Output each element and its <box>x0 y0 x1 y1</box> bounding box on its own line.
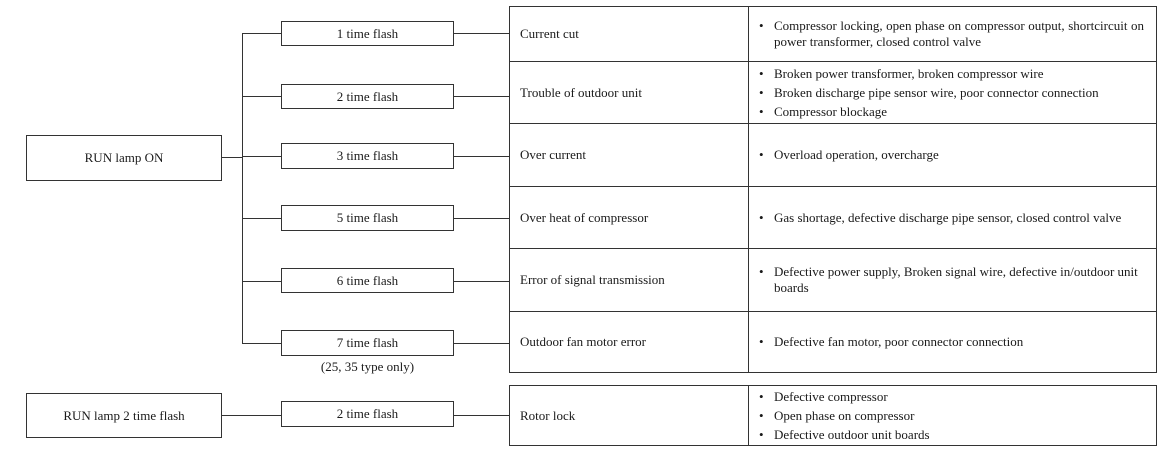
detail-item: •Compressor blockage <box>759 103 888 119</box>
connector-flash-to-cause <box>453 343 510 344</box>
cause-label: Over heat of compressor <box>520 209 649 225</box>
connector-flash-to-cause <box>453 33 510 34</box>
detail-text: Compressor blockage <box>774 103 888 119</box>
connector-flash-to-cause <box>453 415 510 416</box>
detail-cell: •Defective fan motor, poor connector con… <box>748 311 1157 373</box>
connector-lamp-to-trunk <box>222 157 243 158</box>
connector-trunk-to-flash <box>242 281 282 282</box>
detail-cell: •Compressor locking, open phase on compr… <box>748 6 1157 62</box>
detail-text: Defective outdoor unit boards <box>774 426 930 442</box>
detail-item: •Compressor locking, open phase on compr… <box>759 18 1144 49</box>
cause-label: Over current <box>520 147 587 162</box>
detail-text: Overload operation, overcharge <box>774 147 939 162</box>
detail-text: Defective power supply, Broken signal wi… <box>774 264 1138 295</box>
connector-flash-to-cause <box>453 281 510 282</box>
connector-trunk-to-flash <box>242 33 282 34</box>
detail-text: Gas shortage, defective discharge pipe s… <box>774 209 1122 225</box>
detail-cell: •Defective compressor •Open phase on com… <box>748 385 1157 446</box>
detail-item: •Defective compressor <box>759 388 888 404</box>
cause-cell: Current cut <box>509 6 749 62</box>
detail-item: •Broken discharge pipe sensor wire, poor… <box>759 84 1099 100</box>
cause-label: Current cut <box>520 26 579 41</box>
cause-cell: Error of signal transmission <box>509 248 749 312</box>
flash-label: 6 time flash <box>336 272 399 288</box>
flash-box: 5 time flash <box>281 205 454 231</box>
lamp-box-run-on: RUN lamp ON <box>26 135 222 181</box>
detail-item: •Gas shortage, defective discharge pipe … <box>759 209 1122 225</box>
flash-box: 6 time flash <box>281 268 454 293</box>
detail-text: Compressor locking, open phase on compre… <box>774 18 1144 49</box>
flash-label: 7 time flash <box>336 335 399 350</box>
flash-label: 1 time flash <box>336 25 399 41</box>
flash-label: 3 time flash <box>336 148 399 163</box>
detail-cell: •Defective power supply, Broken signal w… <box>748 248 1157 312</box>
cause-label: Outdoor fan motor error <box>520 334 646 349</box>
connector-trunk-to-flash <box>242 156 282 157</box>
detail-text: Broken power transformer, broken compres… <box>774 65 1044 81</box>
flash-box: 3 time flash <box>281 143 454 169</box>
connector-flash-to-cause <box>453 156 510 157</box>
flash-label: 5 time flash <box>336 210 399 225</box>
detail-cell: •Overload operation, overcharge <box>748 123 1157 187</box>
connector-trunk-to-flash <box>242 343 282 344</box>
lamp-box-run-2-flash: RUN lamp 2 time flash <box>26 393 222 438</box>
detail-item: •Broken power transformer, broken compre… <box>759 65 1044 81</box>
detail-text: Broken discharge pipe sensor wire, poor … <box>774 84 1099 100</box>
cause-label: Rotor lock <box>520 407 576 423</box>
flash-label: 2 time flash <box>336 406 399 421</box>
connector-flash-to-cause <box>453 218 510 219</box>
detail-text: Defective fan motor, poor connector conn… <box>774 334 1024 349</box>
detail-cell: •Broken power transformer, broken compre… <box>748 61 1157 124</box>
cause-cell: Outdoor fan motor error <box>509 311 749 373</box>
cause-cell: Over heat of compressor <box>509 186 749 249</box>
flash-box: 2 time flash <box>281 84 454 109</box>
cause-cell: Trouble of outdoor unit <box>509 61 749 124</box>
flash-note: (25, 35 type only) <box>320 359 415 374</box>
connector-lamp-to-flash <box>222 415 282 416</box>
detail-item: •Open phase on compressor <box>759 407 915 423</box>
connector-flash-to-cause <box>453 96 510 97</box>
flash-box: 7 time flash <box>281 330 454 356</box>
connector-trunk-to-flash <box>242 218 282 219</box>
lamp-label: RUN lamp 2 time flash <box>63 407 185 423</box>
detail-item: •Defective power supply, Broken signal w… <box>759 264 1144 296</box>
lamp-label: RUN lamp ON <box>84 150 164 165</box>
cause-cell: Rotor lock <box>509 385 749 446</box>
detail-item: •Overload operation, overcharge <box>759 147 939 162</box>
detail-text: Defective compressor <box>774 388 888 404</box>
trunk-line <box>242 33 243 344</box>
detail-cell: •Gas shortage, defective discharge pipe … <box>748 186 1157 249</box>
detail-item: •Defective fan motor, poor connector con… <box>759 334 1024 349</box>
detail-text: Open phase on compressor <box>774 407 915 423</box>
flash-label: 2 time flash <box>336 88 399 104</box>
cause-label: Trouble of outdoor unit <box>520 84 642 100</box>
cause-label: Error of signal transmission <box>520 272 665 287</box>
flash-box: 1 time flash <box>281 21 454 46</box>
flash-box: 2 time flash <box>281 401 454 427</box>
cause-cell: Over current <box>509 123 749 187</box>
connector-trunk-to-flash <box>242 96 282 97</box>
detail-item: •Defective outdoor unit boards <box>759 426 930 442</box>
